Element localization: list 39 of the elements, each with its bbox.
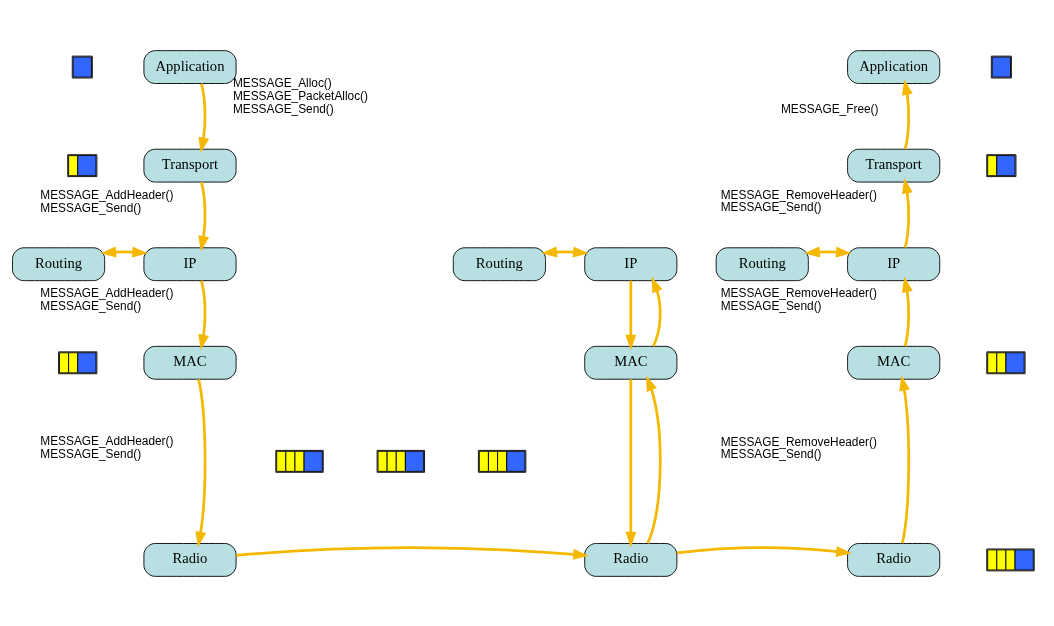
edge-label: MESSAGE_RemoveHeader() MESSAGE_Send() <box>720 434 877 461</box>
edge-label: MESSAGE_RemoveHeader() MESSAGE_Send() <box>720 187 877 214</box>
edge-label: MESSAGE_AddHeader() MESSAGE_Send() <box>40 433 174 461</box>
node-box: MAC <box>143 345 237 380</box>
arrow <box>625 378 637 547</box>
node-box: Radio <box>143 542 237 577</box>
node-box: IP <box>143 246 237 281</box>
node-box: IP <box>847 246 941 281</box>
arrow <box>902 276 913 346</box>
arrow <box>198 181 210 252</box>
arrow <box>902 177 913 248</box>
node-box: Application <box>847 49 941 84</box>
node-box: Transport <box>847 148 941 183</box>
arrow <box>195 378 207 547</box>
node-box: MAC <box>584 345 678 380</box>
arrow <box>236 545 589 560</box>
node-box: Routing <box>452 246 546 281</box>
arrow <box>902 78 913 149</box>
node-box: Transport <box>143 148 237 183</box>
node-box: MAC <box>847 345 941 380</box>
node-box: Radio <box>847 542 941 577</box>
arrow <box>541 246 589 257</box>
arrow <box>804 246 852 257</box>
arrow <box>676 545 852 557</box>
node-box: Routing <box>12 246 106 281</box>
arrow <box>899 374 911 544</box>
edge-label: MESSAGE_RemoveHeader() MESSAGE_Send() <box>720 285 877 313</box>
arrow <box>646 374 662 544</box>
node-box: Radio <box>584 542 678 577</box>
arrow <box>100 246 148 257</box>
edge-label: MESSAGE_AddHeader() MESSAGE_Send() <box>40 187 174 214</box>
arrow <box>198 82 210 153</box>
edge-label: MESSAGE_Free() <box>780 101 879 116</box>
arrow <box>625 280 637 350</box>
arrow <box>651 276 663 347</box>
node-box: IP <box>584 246 678 281</box>
node-box: Routing <box>715 246 809 281</box>
arrow <box>198 279 210 350</box>
edge-label: MESSAGE_AddHeader() MESSAGE_Send() <box>40 285 174 313</box>
